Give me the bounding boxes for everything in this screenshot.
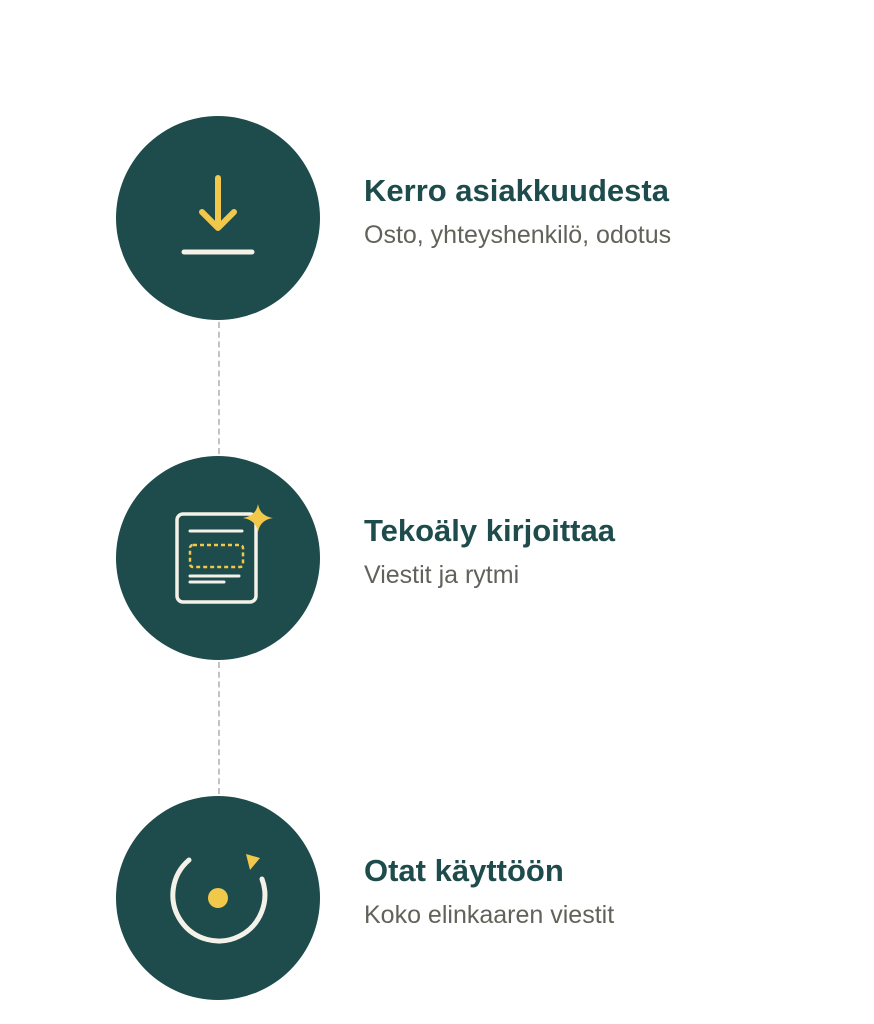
download-icon — [181, 175, 255, 255]
step-subtitle: Osto, yhteyshenkilö, odotus — [364, 221, 672, 249]
step-3: Otat käyttöön Koko elinkaaren viestit — [116, 796, 816, 1002]
step-subtitle: Koko elinkaaren viestit — [364, 901, 615, 929]
step-3-icon-circle — [116, 796, 320, 1000]
step-subtitle: Viestit ja rytmi — [364, 561, 520, 589]
step-2: Tekoäly kirjoittaa Viestit ja rytmi — [116, 456, 816, 662]
step-title: Tekoäly kirjoittaa — [364, 513, 615, 548]
step-title: Otat käyttöön — [364, 853, 564, 888]
step-1: Kerro asiakkuudesta Osto, yhteyshenkilö,… — [116, 116, 816, 322]
lifecycle-cycle-icon — [170, 854, 268, 944]
step-1-icon-circle — [116, 116, 320, 320]
step-2-icon-circle — [116, 456, 320, 660]
step-connector-dashed — [218, 322, 220, 454]
ai-document-sparkle-icon — [175, 504, 273, 604]
step-title: Kerro asiakkuudesta — [364, 173, 669, 208]
step-connector-dashed — [218, 662, 220, 794]
